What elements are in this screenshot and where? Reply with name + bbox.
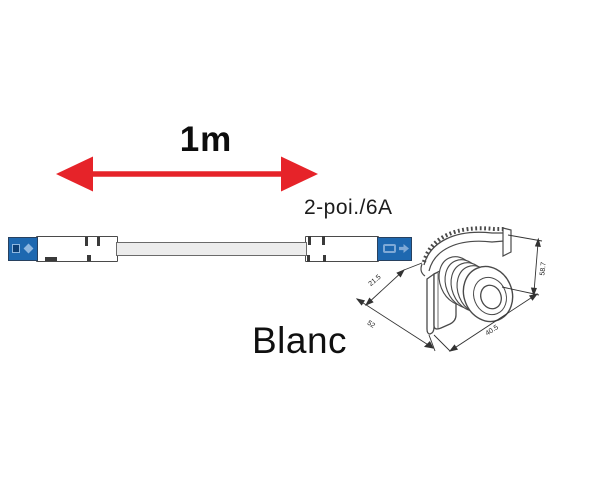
strap-end-hook (502, 227, 512, 257)
dim-label-depth: 21.5 (368, 274, 383, 288)
cable (116, 242, 307, 256)
latch-tab (323, 255, 326, 262)
latch-tab (45, 257, 57, 261)
spec-label: 2-poi./6A (304, 196, 393, 219)
color-name-label: Blanc (252, 320, 348, 361)
latch-slot (308, 236, 311, 245)
latch-slot (97, 237, 100, 246)
strap-serration (422, 226, 506, 263)
arrow-head-left (56, 156, 93, 192)
dim-label-diameter: 40.5 (485, 324, 500, 337)
latch-tab (307, 255, 310, 262)
latch-slot (322, 236, 325, 245)
dim-label-length: 52 (366, 320, 376, 330)
dimension-lines (355, 234, 543, 352)
latch-tab (87, 255, 91, 261)
arrow-head-right (281, 156, 318, 192)
double-arrow-icon (56, 156, 318, 192)
latch-slot (85, 237, 88, 246)
clip-strap (420, 226, 512, 277)
front-bezel-ring (462, 265, 514, 323)
dim-label-height: 58.7 (539, 262, 547, 276)
plug-rect-glyph-icon (383, 244, 396, 253)
plug-arrow-glyph-icon (399, 244, 409, 253)
terminal-square-glyph-icon (12, 244, 20, 253)
length-label: 1m (179, 120, 233, 159)
fixture-technical-drawing: 58.7 40.5 52 21.5 (355, 226, 548, 352)
